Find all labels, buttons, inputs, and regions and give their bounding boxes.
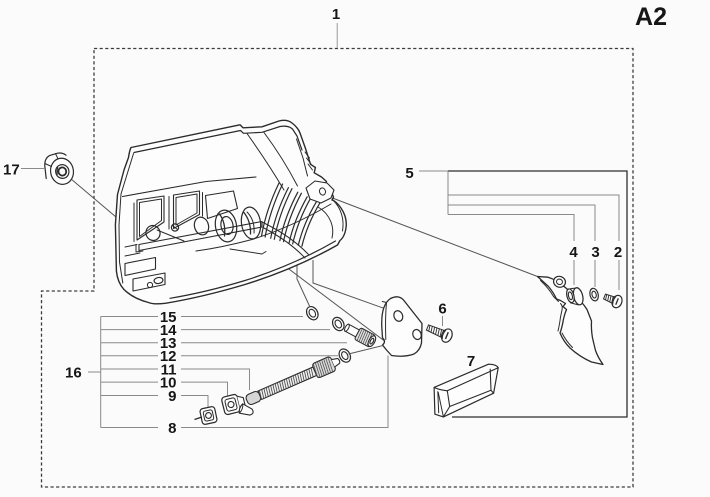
svg-text:16: 16 [65,365,82,382]
svg-text:7: 7 [467,353,475,370]
svg-text:A2: A2 [635,3,667,31]
svg-text:17: 17 [3,162,20,179]
svg-text:2: 2 [614,244,622,261]
svg-text:15: 15 [160,309,177,326]
svg-text:1: 1 [332,6,340,23]
svg-text:5: 5 [405,165,413,182]
svg-text:13: 13 [160,335,177,352]
svg-text:14: 14 [160,322,177,339]
svg-text:10: 10 [160,374,177,391]
svg-text:6: 6 [438,301,446,318]
svg-text:9: 9 [168,388,176,405]
svg-text:12: 12 [160,348,177,365]
svg-text:11: 11 [161,361,177,378]
svg-text:3: 3 [591,244,599,261]
svg-text:8: 8 [168,420,176,437]
svg-text:4: 4 [569,244,578,261]
